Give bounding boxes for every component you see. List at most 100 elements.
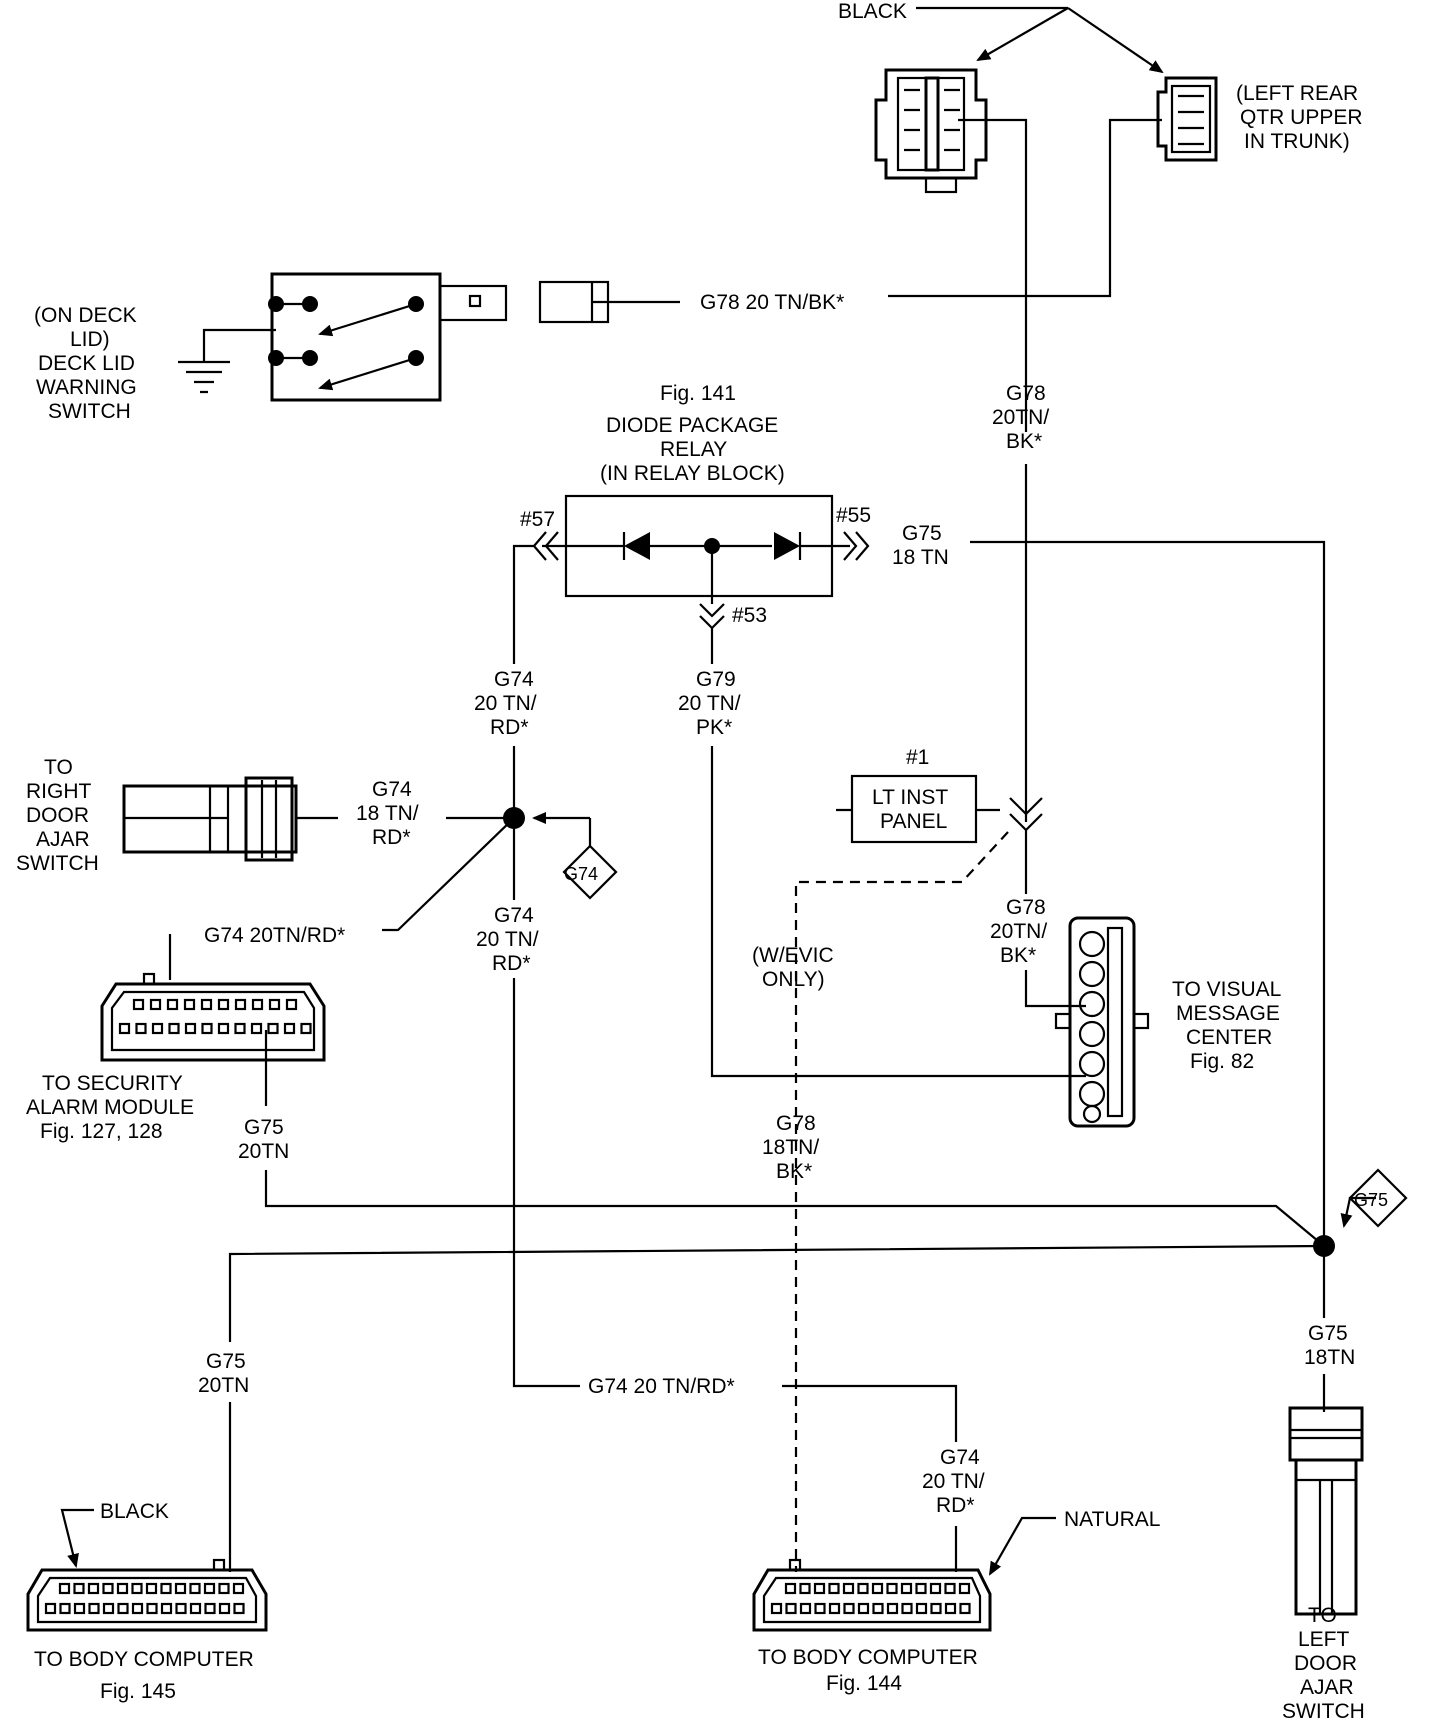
diode-label-1: DIODE PACKAGE	[606, 414, 778, 437]
connector-pin	[958, 1582, 971, 1595]
black-top-label: BLACK	[838, 0, 907, 23]
g74-security-label: G74 20TN/RD*	[204, 924, 345, 947]
connector-pin	[183, 998, 196, 1011]
body-computer-144-connector	[752, 1558, 992, 1632]
natural-arrow	[989, 1516, 1056, 1576]
bc145-label-2: Fig. 145	[100, 1680, 176, 1703]
connector-pin	[267, 1022, 279, 1035]
g74-label-a-3: RD*	[490, 716, 529, 739]
fig141-label: Fig. 141	[660, 382, 736, 405]
connector-pin	[929, 1582, 942, 1595]
connector-pin	[166, 998, 179, 1011]
security-alarm-module-connector	[100, 972, 326, 1062]
connector-pin	[813, 1582, 826, 1595]
g75-splice-label: G75	[1354, 1190, 1388, 1210]
connector-pin	[145, 1582, 158, 1595]
connector-pin	[232, 1582, 245, 1595]
connector-pin	[168, 1022, 180, 1035]
connector-pin	[102, 1602, 115, 1615]
g74-label-c-1: G74	[494, 904, 534, 927]
diode-right-icon	[774, 532, 800, 560]
g75-security-label-2: 20TN	[238, 1140, 289, 1163]
connector-pin	[857, 1582, 869, 1595]
connector-pin	[915, 1602, 928, 1615]
connector-pin	[283, 1022, 296, 1035]
g75-splice-diamond	[1348, 1168, 1408, 1228]
connector-pin	[799, 1602, 812, 1615]
connector-pin	[900, 1582, 913, 1595]
deck-lid-label-1: (ON DECK	[34, 304, 137, 327]
connector-pin	[116, 1582, 129, 1595]
connector-pin	[886, 1602, 899, 1615]
deck-lid-label-5: SWITCH	[48, 400, 131, 423]
pin1-label: #1	[906, 746, 929, 769]
connector-pin	[151, 1022, 164, 1035]
g78-label-c-3: BK*	[776, 1160, 812, 1183]
g79-wire	[710, 628, 1086, 1078]
g75-wire-security	[264, 1170, 1325, 1247]
connector-pin	[217, 998, 230, 1011]
connector-pin	[132, 998, 145, 1011]
g74-label-a-1: G74	[494, 668, 534, 691]
g75-top-label-2: 18 TN	[892, 546, 949, 569]
connector-pin	[285, 998, 298, 1011]
connector-pin	[189, 1582, 201, 1595]
connector-pin	[944, 1582, 956, 1595]
black-arrow-left	[976, 7, 1069, 62]
connector-pin	[204, 1602, 216, 1615]
right-door-ajar-connector	[122, 776, 298, 862]
evic-label-1: (W/EVIC	[752, 944, 834, 967]
right-door-label-1: TO	[44, 756, 73, 779]
g78-label-c-1: G78	[776, 1112, 816, 1135]
g74-bottom-wire-label: G74 20 TN/RD*	[588, 1375, 735, 1398]
deck-lid-label-4: WARNING	[36, 376, 137, 399]
left-door-label-2: LEFT	[1298, 1628, 1350, 1651]
g78-label-a-1: G78	[1006, 382, 1046, 405]
connector-pin	[843, 1602, 855, 1615]
g75-left-label-1: G75	[206, 1350, 246, 1373]
connector-pin	[58, 1582, 71, 1595]
g74-splice-label: G74	[564, 864, 598, 884]
g74-splice-diamond	[562, 844, 618, 900]
connector-pin	[828, 1602, 841, 1615]
connector-pin	[234, 1022, 246, 1035]
g74-label-d-3: RD*	[936, 1494, 975, 1517]
connector-pin	[73, 1602, 86, 1615]
left-rear-qtr-label-1: (LEFT REAR	[1236, 82, 1358, 105]
g75-right-label-2: 18TN	[1304, 1346, 1355, 1369]
visual-message-center-connector	[1054, 916, 1150, 1128]
g74-label-d-2: 20 TN/	[922, 1470, 985, 1493]
g78-wire-to-vmc	[1024, 970, 1086, 1008]
diode-package-relay	[532, 494, 870, 630]
g74-wire-to-bottom	[512, 978, 580, 1388]
connector-pin	[770, 1602, 783, 1615]
security-label-3: Fig. 127, 128	[40, 1120, 163, 1143]
left-door-label-4: AJAR	[1300, 1676, 1354, 1699]
g74-label-a-2: 20 TN/	[474, 692, 537, 715]
connector-pin	[88, 1602, 100, 1615]
left-rear-qtr-label-3: IN TRUNK)	[1244, 130, 1350, 153]
connector-pin	[250, 1022, 263, 1035]
right-door-label-2: RIGHT	[26, 780, 92, 803]
connector-pin	[184, 1022, 197, 1035]
connector-pin	[233, 1602, 245, 1615]
left-door-label-3: DOOR	[1294, 1652, 1357, 1675]
g79-label-3: PK*	[696, 716, 732, 739]
black-arrow-right	[1067, 7, 1164, 74]
vmc-label-3: CENTER	[1186, 1026, 1272, 1049]
connector-pin	[44, 1602, 57, 1615]
connector-pin	[117, 1602, 129, 1615]
lt-inst-label-1: LT INST	[872, 786, 948, 809]
vmc-label-1: TO VISUAL	[1172, 978, 1281, 1001]
g78-label-a-2: 20TN/	[992, 406, 1049, 429]
g74-label-b-1: G74	[372, 778, 412, 801]
g78-label-c-2: 18TN/	[762, 1136, 819, 1159]
connector-pin	[251, 998, 264, 1011]
diode-label-3: (IN RELAY BLOCK)	[600, 462, 785, 485]
black-bottom-label: BLACK	[100, 1500, 169, 1523]
connector-pin	[814, 1602, 826, 1615]
pin55-label: #55	[836, 504, 871, 527]
connector-pin	[871, 1582, 884, 1595]
pin53-label: #53	[732, 604, 767, 627]
left-door-label-5: SWITCH	[1282, 1700, 1365, 1723]
